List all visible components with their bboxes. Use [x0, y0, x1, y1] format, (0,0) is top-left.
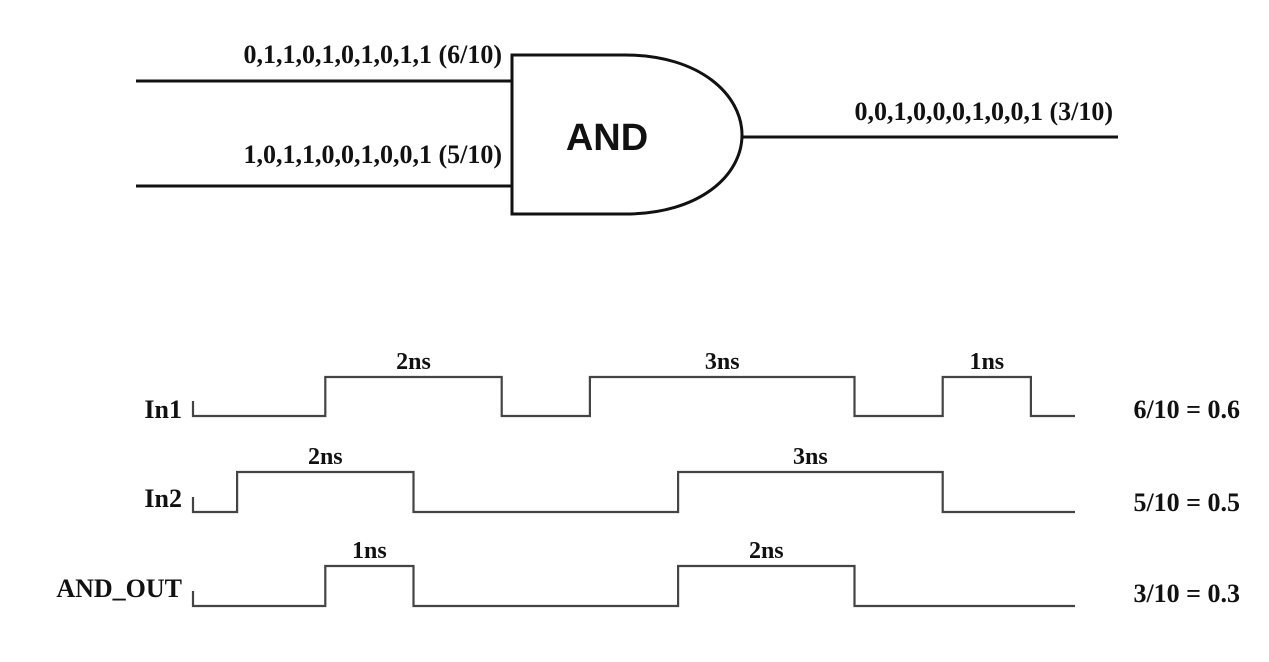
waveform-in1: 2ns 3ns 1ns: [191, 349, 1075, 418]
gate-schematic: AND 0,1,1,0,1,0,1,0,1,1 (6/10) 1,0,1,1,0…: [136, 40, 1118, 216]
gate-label: AND: [566, 117, 648, 159]
signal-label-in2: In2: [144, 484, 182, 513]
waveform-trace: [191, 564, 1075, 608]
pulse-width-label: 3ns: [705, 349, 740, 375]
probability-and-out: 3/10 = 0.3: [1133, 579, 1240, 608]
pulse-width-label: 1ns: [352, 538, 387, 564]
input-2-bitstream: 1,0,1,1,0,0,1,0,0,1 (5/10): [243, 140, 502, 169]
pulse-width-label: 3ns: [793, 444, 828, 470]
waveform-and-out: 1ns 2ns: [191, 538, 1075, 608]
input-1-bitstream: 0,1,1,0,1,0,1,0,1,1 (6/10): [243, 40, 502, 69]
pulse-width-label: 2ns: [749, 538, 784, 564]
signal-label-and-out: AND_OUT: [56, 574, 182, 603]
pulse-width-label: 2ns: [308, 444, 343, 470]
probability-in1: 6/10 = 0.6: [1133, 395, 1240, 424]
pulse-width-label: 1ns: [969, 349, 1004, 375]
output-bitstream: 0,0,1,0,0,0,1,0,0,1 (3/10): [854, 97, 1113, 126]
signal-row-and-out: AND_OUT 1ns 2ns 3/10 = 0.3: [56, 538, 1240, 608]
signal-label-in1: In1: [144, 395, 182, 424]
pulse-width-label: 2ns: [396, 349, 431, 375]
probability-in2: 5/10 = 0.5: [1133, 488, 1240, 517]
signal-row-in2: In2 2ns 3ns 5/10 = 0.5: [144, 444, 1240, 517]
waveform-trace: [191, 375, 1075, 418]
timing-diagram: In1 2ns 3ns 1ns 6/10 = 0.6 In2 2ns 3ns 5/10…: [56, 349, 1240, 608]
waveform-in2: 2ns 3ns: [191, 444, 1075, 514]
waveform-trace: [191, 470, 1075, 514]
signal-row-in1: In1 2ns 3ns 1ns 6/10 = 0.6: [144, 349, 1240, 424]
and-gate-body: [510, 53, 744, 216]
